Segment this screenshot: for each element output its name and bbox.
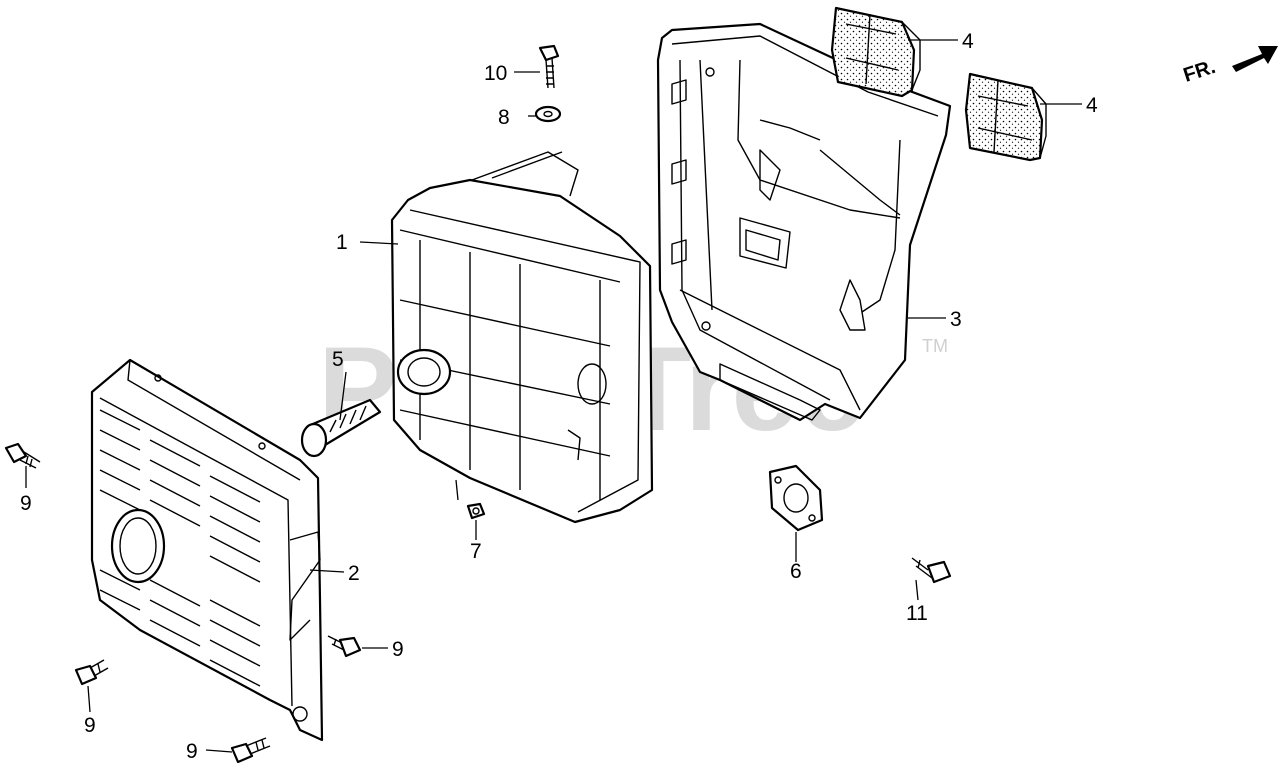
callout-2: 2 xyxy=(348,562,360,585)
bolt-11-part xyxy=(911,557,952,584)
protector-slots xyxy=(99,409,261,687)
front-direction-indicator: FR. xyxy=(1181,46,1278,87)
callout-9-left-upper: 9 xyxy=(20,492,32,515)
callout-9-left-lower: 9 xyxy=(84,714,96,737)
bolt-9-bottom-part xyxy=(230,737,271,764)
callout-labels: 1 2 3 4 4 5 6 7 8 10 9 9 9 9 11 xyxy=(20,30,1098,763)
screw-7-part xyxy=(466,502,486,520)
callout-7: 7 xyxy=(470,540,482,563)
callout-5: 5 xyxy=(332,348,344,371)
cover-lid-upper-part xyxy=(830,6,921,98)
callout-1: 1 xyxy=(336,231,348,254)
callout-8: 8 xyxy=(498,106,510,129)
callout-10: 10 xyxy=(484,62,507,85)
callout-4-lower: 4 xyxy=(1086,94,1098,117)
muffler-part xyxy=(390,151,654,524)
gasket-part xyxy=(768,464,824,532)
spark-arrester-part xyxy=(300,398,382,458)
front-arrow-icon xyxy=(1232,46,1278,72)
front-direction-label: FR. xyxy=(1181,56,1218,87)
bolt-9-right-part xyxy=(327,635,362,658)
callout-9-bottom: 9 xyxy=(186,740,198,763)
callout-11: 11 xyxy=(906,602,928,625)
muffler-cover-part xyxy=(656,22,952,422)
bolt-9-left-upper-part xyxy=(4,442,41,469)
leader-lines xyxy=(25,39,1082,753)
callout-4-upper: 4 xyxy=(962,30,974,53)
bolt-10-part xyxy=(538,44,560,89)
bolt-9-left-lower-part xyxy=(74,659,109,686)
muffler-protector-part xyxy=(90,358,324,742)
washer-8-part xyxy=(534,105,562,123)
callout-9-right: 9 xyxy=(392,638,404,661)
callout-3: 3 xyxy=(950,308,962,331)
cover-lid-lower-part xyxy=(964,72,1047,162)
callout-6: 6 xyxy=(790,560,802,583)
watermark-trademark: TM xyxy=(922,336,948,356)
